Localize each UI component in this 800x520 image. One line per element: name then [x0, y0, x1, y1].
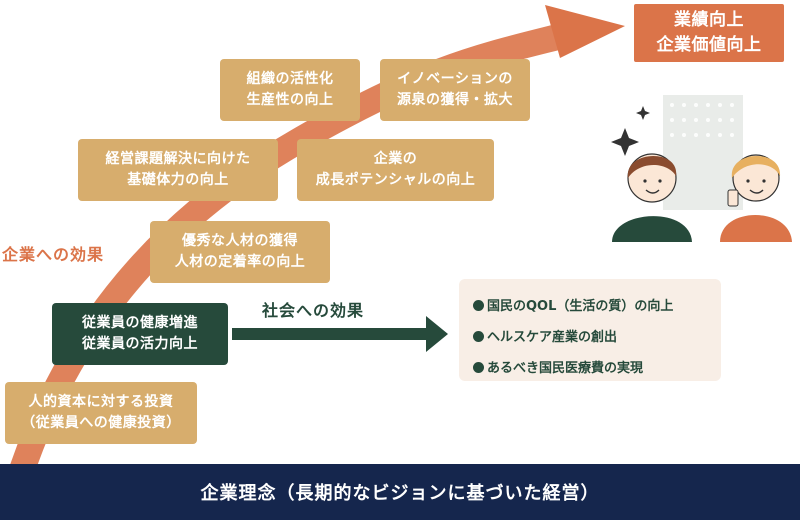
sparkle-icon [611, 128, 639, 156]
social-item: 国民のQOL（生活の質）の向上 [473, 291, 721, 322]
box-innovation: イノベーションの 源泉の獲得・拡大 [380, 59, 530, 121]
corporate-effect-label: 企業への効果 [2, 245, 105, 264]
social-item: ヘルスケア産業の創出 [473, 322, 721, 353]
bullet-icon [473, 300, 484, 311]
social-item: あるべき国民医療費の実現 [473, 353, 721, 384]
box-organization: 組織の活性化 生産性の向上 [220, 59, 360, 121]
result-box: 業績向上 企業価値向上 [634, 4, 784, 62]
bullet-icon [473, 331, 484, 342]
box-investment: 人的資本に対する投資 （従業員への健康投資） [5, 382, 197, 444]
box-potential: 企業の 成長ポテンシャルの向上 [297, 139, 494, 201]
bullet-icon [473, 362, 484, 373]
box-health: 従業員の健康増進 従業員の活力向上 [52, 303, 228, 365]
social-effect-label: 社会への効果 [262, 301, 365, 320]
box-talent: 優秀な人材の獲得 人材の定着率の向上 [150, 221, 330, 283]
corporate-philosophy-bar: 企業理念（長期的なビジョンに基づいた経営） [0, 464, 800, 520]
box-foundation: 経営課題解決に向けた 基礎体力の向上 [78, 139, 278, 201]
social-effects-panel: 国民のQOL（生活の質）の向上 ヘルスケア産業の創出 あるべき国民医療費の実現 [459, 279, 721, 381]
